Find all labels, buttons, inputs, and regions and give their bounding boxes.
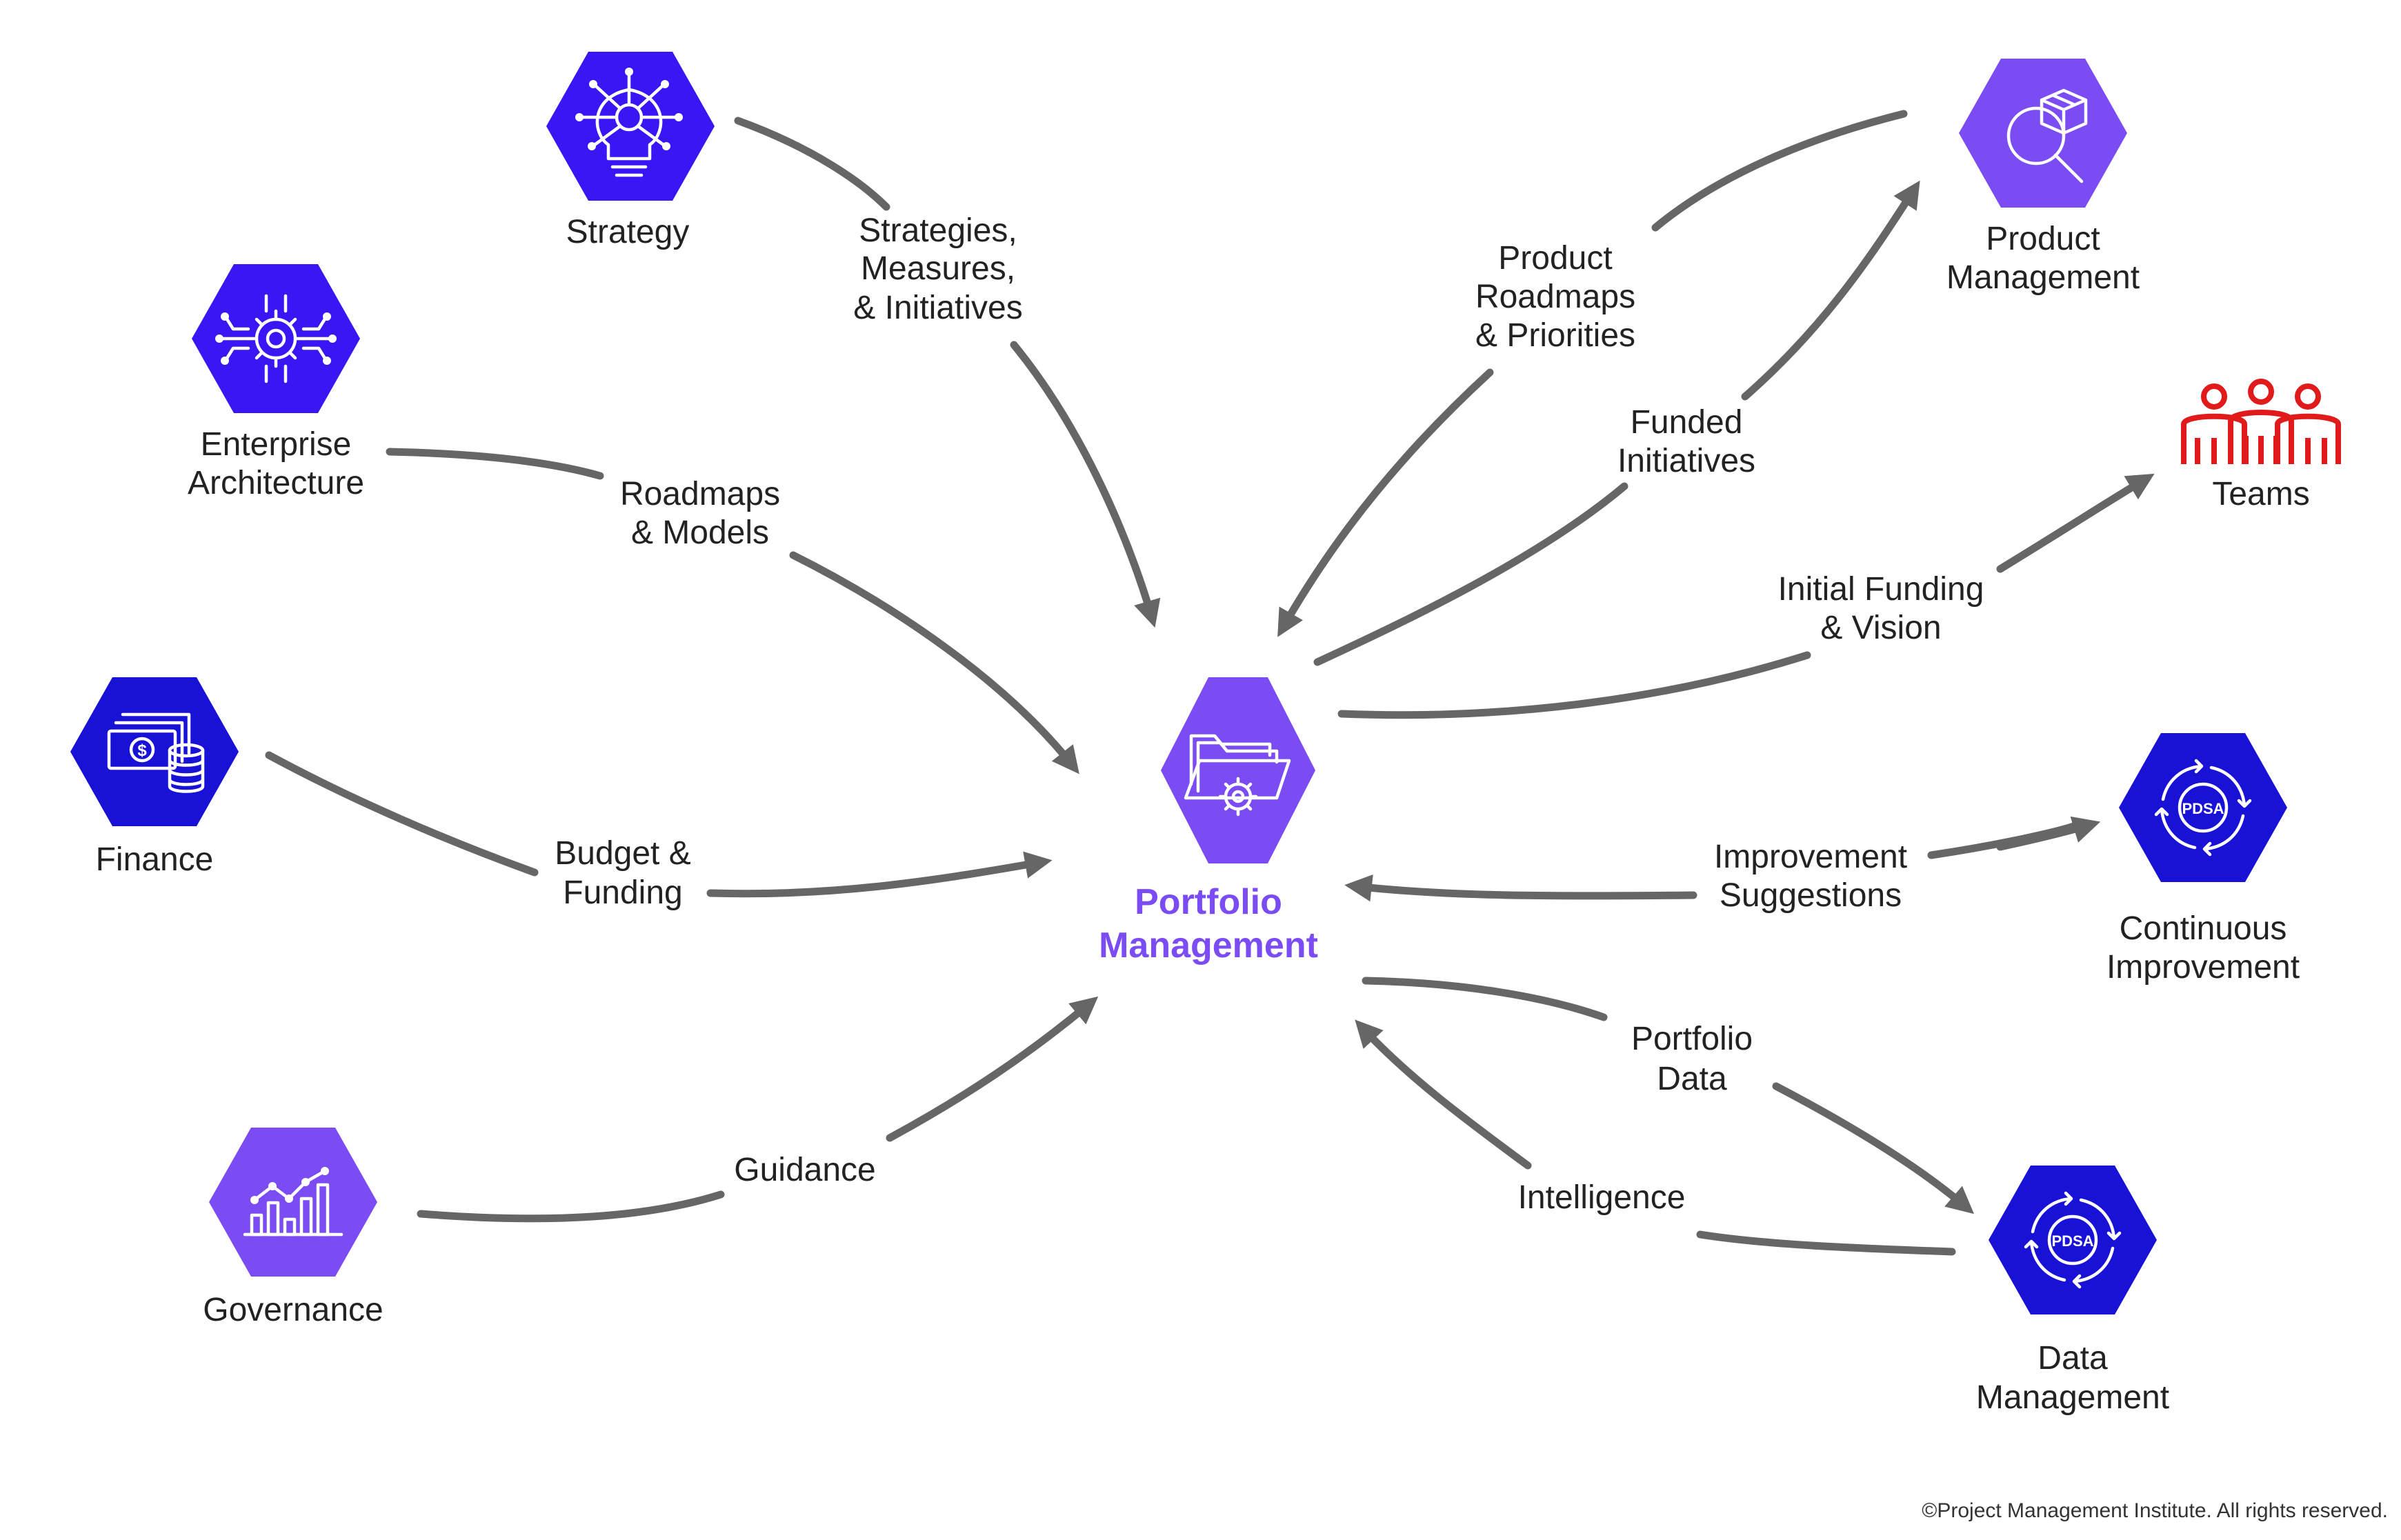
node-product-management[interactable]: Product Management bbox=[1946, 59, 2140, 296]
circuit-gear-icon bbox=[215, 294, 337, 383]
arrow-finance-to-portfolio bbox=[265, 751, 539, 877]
cash-coins-icon: $ bbox=[107, 712, 205, 793]
person-icon bbox=[2275, 383, 2341, 464]
flow-label-portfolio-data: Portfolio bbox=[1631, 1021, 1753, 1057]
flow-label-initial-funding: & Vision bbox=[1820, 610, 1941, 646]
flow-label-funded: Funded bbox=[1631, 404, 1743, 441]
pdsa-badge: PDSA bbox=[2182, 800, 2224, 817]
svg-text:$: $ bbox=[137, 741, 147, 760]
arrow-portfolio-to-data-head bbox=[1772, 1082, 1975, 1214]
flow-labels: Strategies, Measures, & Initiatives Road… bbox=[555, 212, 1984, 1216]
people-group-icon bbox=[2181, 379, 2341, 464]
pdsa-cycle-icon: PDSA bbox=[2154, 759, 2252, 857]
node-teams[interactable]: Teams bbox=[2181, 379, 2341, 512]
hexagon bbox=[1161, 677, 1315, 863]
arrow-governance-to-portfolio-head bbox=[886, 996, 1099, 1142]
node-label: Governance bbox=[203, 1292, 383, 1328]
arrow-product-to-portfolio bbox=[1651, 110, 1908, 232]
arrow-portfolio-to-continuous-head bbox=[1996, 816, 2101, 851]
lightbulb-network-icon bbox=[575, 68, 683, 177]
node-label: Management bbox=[1976, 1379, 2169, 1416]
arrow-strategy-to-portfolio-head bbox=[1010, 341, 1161, 628]
node-strategy[interactable]: Strategy bbox=[546, 52, 715, 250]
flow-label-initial-funding: Initial Funding bbox=[1778, 571, 1984, 608]
node-label: Continuous bbox=[2120, 910, 2287, 947]
flow-arrows bbox=[265, 110, 2155, 1256]
flow-label-strategies: & Initiatives bbox=[853, 290, 1022, 326]
node-data-management[interactable]: PDSA Data Management bbox=[1976, 1166, 2169, 1416]
arrow-portfolio-to-teams-head bbox=[1996, 473, 2155, 573]
arrow-portfolio-to-teams bbox=[1337, 651, 1811, 719]
node-portfolio-management[interactable]: Portfolio Management bbox=[1099, 677, 1318, 966]
pdsa-badge: PDSA bbox=[2051, 1232, 2093, 1250]
arrow-portfolio-to-data bbox=[1362, 977, 1608, 1021]
person-icon bbox=[2228, 379, 2294, 464]
node-label: Finance bbox=[96, 841, 214, 878]
copyright-notice: ©Project Management Institute. All right… bbox=[1922, 1499, 2388, 1522]
person-icon bbox=[2181, 383, 2247, 464]
arrow-finance-to-portfolio-head bbox=[706, 851, 1053, 898]
box-magnifier-icon bbox=[2006, 88, 2088, 183]
arrow-strategy-to-portfolio bbox=[734, 117, 890, 211]
arrow-enterprise-to-portfolio-head bbox=[789, 551, 1079, 774]
flow-label-improvement: Suggestions bbox=[1720, 877, 1902, 914]
arrow-data-to-portfolio bbox=[1696, 1230, 1956, 1256]
arrow-portfolio-to-product-head bbox=[1741, 180, 1920, 401]
flow-label-product-roadmaps: & Priorities bbox=[1475, 317, 1635, 354]
flow-label-product-roadmaps: Product bbox=[1498, 240, 1612, 277]
arrow-continuous-to-portfolio bbox=[1927, 820, 2084, 859]
arrow-product-to-portfolio-head bbox=[1277, 368, 1494, 637]
flow-label-strategies: Measures, bbox=[861, 250, 1015, 287]
node-label: Strategy bbox=[566, 214, 690, 250]
node-label: Improvement bbox=[2106, 949, 2300, 986]
node-label: Product bbox=[1986, 221, 2100, 257]
pdsa-cycle-icon: PDSA bbox=[2024, 1191, 2122, 1289]
flow-label-guidance: Guidance bbox=[734, 1152, 875, 1188]
node-label: Management bbox=[1946, 259, 2140, 296]
flow-label-budget: Funding bbox=[563, 874, 682, 911]
flow-label-portfolio-data: Data bbox=[1657, 1061, 1727, 1097]
flow-label-funded: Initiatives bbox=[1617, 443, 1755, 479]
folders-gear-icon bbox=[1184, 734, 1291, 817]
hexagon bbox=[192, 264, 360, 413]
flow-label-budget: Budget & bbox=[555, 835, 690, 872]
hexagon bbox=[546, 52, 715, 201]
node-label: Teams bbox=[2212, 476, 2309, 512]
flow-label-improvement: Improvement bbox=[1714, 839, 1907, 875]
bar-chart-trend-icon bbox=[243, 1167, 343, 1237]
node-label: Portfolio bbox=[1135, 882, 1282, 922]
node-label: Architecture bbox=[188, 465, 364, 501]
node-governance[interactable]: Governance bbox=[203, 1128, 383, 1328]
flow-label-roadmaps: & Models bbox=[631, 514, 769, 551]
arrow-data-to-portfolio-head bbox=[1355, 1019, 1532, 1170]
node-label: Management bbox=[1099, 926, 1318, 966]
hexagon bbox=[1989, 1166, 2157, 1314]
node-continuous-improvement[interactable]: PDSA Continuous Improvement bbox=[2106, 733, 2300, 986]
node-enterprise-architecture[interactable]: Enterprise Architecture bbox=[188, 264, 364, 501]
hexagon bbox=[2119, 733, 2287, 882]
node-label: Data bbox=[2038, 1340, 2108, 1377]
hexagon bbox=[209, 1128, 377, 1277]
node-finance[interactable]: $ Finance bbox=[70, 677, 239, 878]
flow-label-product-roadmaps: Roadmaps bbox=[1475, 279, 1635, 315]
arrow-portfolio-to-product bbox=[1313, 482, 1628, 666]
node-label: Enterprise bbox=[201, 426, 352, 463]
arrow-governance-to-portfolio bbox=[417, 1190, 725, 1223]
flow-label-intelligence: Intelligence bbox=[1518, 1179, 1686, 1216]
flow-label-strategies: Strategies, bbox=[859, 212, 1017, 249]
hexagon bbox=[1959, 59, 2127, 208]
flow-label-roadmaps: Roadmaps bbox=[620, 476, 780, 512]
arrow-enterprise-to-portfolio bbox=[386, 448, 604, 480]
arrow-continuous-to-portfolio-end bbox=[1344, 874, 1697, 902]
